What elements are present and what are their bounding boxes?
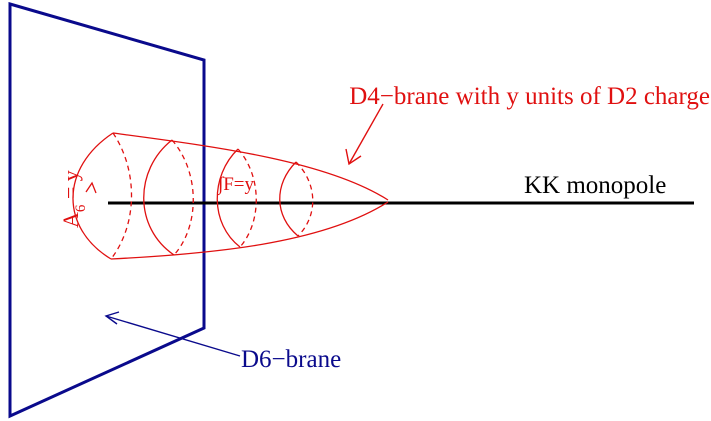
d4-brane-pointer xyxy=(345,103,384,166)
d4-brane-label: D4−brane with y units of D2 charge xyxy=(349,83,710,110)
flux-integral-label: ∫F=y xyxy=(217,174,254,196)
d4-brane-section-2-back xyxy=(237,148,257,248)
d4-brane-section-1-back xyxy=(171,139,194,256)
a6-label-a: A xyxy=(58,212,83,228)
a6-arrowhead xyxy=(85,181,97,194)
d4-brane-upper-edge xyxy=(112,132,389,201)
d4-brane-section-3-back xyxy=(295,161,314,237)
kk-monopole-label: KK monopole xyxy=(524,172,666,199)
d6-brane-label: D6−brane xyxy=(241,346,341,373)
d6-brane-pointer xyxy=(104,311,241,357)
d4-brane-section-1 xyxy=(143,139,175,256)
d4-brane-section-3 xyxy=(279,161,299,237)
a6-label-eq: = y xyxy=(58,170,83,204)
a6-label-sub: 6 xyxy=(73,204,89,212)
d4-brane-left-arc xyxy=(72,132,114,260)
a6-label: A6 = y xyxy=(58,170,89,228)
d4-brane-left-arc-back xyxy=(110,132,133,260)
d4-brane-section-2 xyxy=(216,148,241,248)
d4-brane-lower-edge xyxy=(110,201,389,260)
d4-brane-cone xyxy=(72,132,389,260)
d6-brane-plane xyxy=(8,2,206,419)
